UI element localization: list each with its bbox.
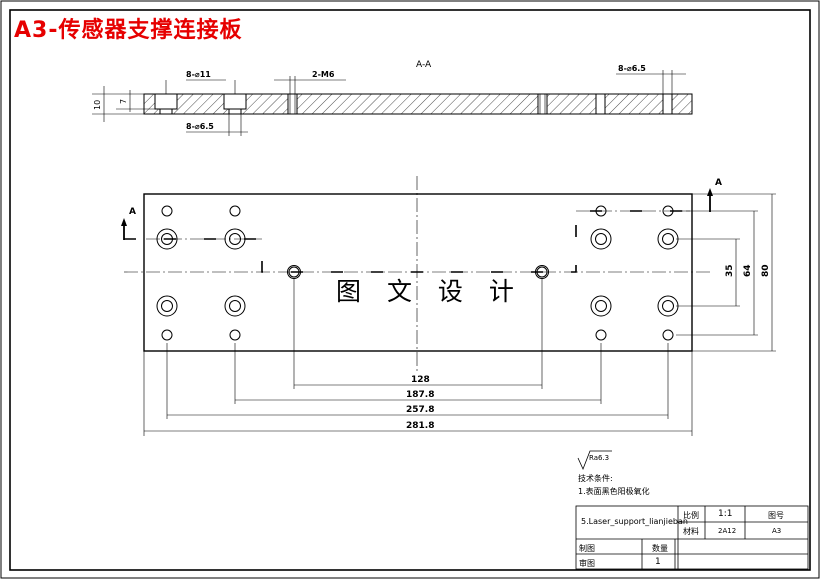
section-view — [92, 70, 693, 136]
scale-label: 比例 — [683, 511, 699, 520]
counterbore-hole — [156, 228, 178, 250]
thread-hole-outer — [287, 265, 301, 279]
small-hole — [161, 205, 173, 217]
drawing-heading: A3-传感器支撑连接板 — [14, 18, 243, 43]
plan-holes — [156, 205, 679, 341]
dim-128: 128 — [411, 375, 430, 385]
drawing-no-label: 图号 — [768, 511, 784, 520]
thread-hole-outer — [535, 265, 549, 279]
counterbore-inner — [229, 300, 241, 312]
plan-view — [121, 176, 713, 372]
small-hole — [229, 329, 241, 341]
counterbore-hole — [657, 228, 679, 250]
small-hole — [595, 205, 607, 217]
quantity-value: 1 — [655, 557, 661, 567]
counterbore-hole — [156, 295, 178, 317]
dim-281-8: 281.8 — [406, 421, 434, 431]
scale-value: 1:1 — [718, 509, 733, 519]
dim-thickness: 10 — [93, 100, 102, 110]
technical-notes: 技术条件: 1.表面黑色阳极氧化 — [578, 472, 650, 498]
counterbore-hole — [657, 295, 679, 317]
counterbore-inner — [229, 233, 241, 245]
drawn-label: 制图 — [579, 544, 595, 553]
small-hole — [229, 205, 241, 217]
counterbore-hole — [590, 295, 612, 317]
dim-257-8: 257.8 — [406, 405, 434, 415]
small-hole — [595, 329, 607, 341]
inner-frame — [9, 9, 811, 571]
small-hole — [662, 205, 674, 217]
counterbore-hole — [224, 295, 246, 317]
dim-187-8: 187.8 — [406, 390, 434, 400]
counterbore-inner — [662, 233, 674, 245]
view-mark-right: A — [715, 178, 722, 188]
material-value: 2A12 — [718, 527, 737, 535]
counterbore-inner — [595, 233, 607, 245]
small-hole — [662, 329, 674, 341]
thread-hole — [536, 266, 548, 278]
thread-hole — [288, 266, 300, 278]
small-hole — [161, 329, 173, 341]
counterbore-hole — [590, 228, 612, 250]
quantity-label: 数量 — [652, 544, 668, 553]
notes-title: 技术条件: — [578, 474, 613, 483]
material-label: 材料 — [683, 527, 699, 536]
dim-64: 64 — [743, 264, 753, 277]
dim-counterbore-depth: 7 — [119, 99, 128, 104]
watermark: 图 文 设 计 — [336, 277, 523, 306]
callout-thread: 2-M6 — [312, 70, 335, 79]
checked-label: 审图 — [579, 559, 595, 568]
callout-hole-right: 8-⌀6.5 — [618, 64, 646, 73]
counterbore-inner — [662, 300, 674, 312]
part-name: 5.Laser_support_lianjieban — [581, 517, 688, 526]
section-label: A-A — [416, 60, 432, 70]
notes-item: 1.表面黑色阳极氧化 — [578, 487, 650, 496]
surface-roughness: Ra6.3 — [589, 454, 610, 462]
dim-80: 80 — [761, 264, 771, 277]
view-mark-left: A — [129, 207, 136, 217]
title-block — [575, 505, 809, 570]
callout-hole-bottom: 8-⌀6.5 — [186, 122, 214, 131]
counterbore-inner — [595, 300, 607, 312]
counterbore-inner — [161, 233, 173, 245]
callout-counterbore: 8-⌀11 — [186, 70, 211, 79]
dim-35: 35 — [725, 264, 735, 277]
drawing-no-value: A3 — [772, 527, 782, 535]
counterbore-hole — [224, 228, 246, 250]
roughness-symbol — [577, 450, 612, 471]
counterbore-inner — [161, 300, 173, 312]
plan-dimensions — [143, 193, 776, 436]
